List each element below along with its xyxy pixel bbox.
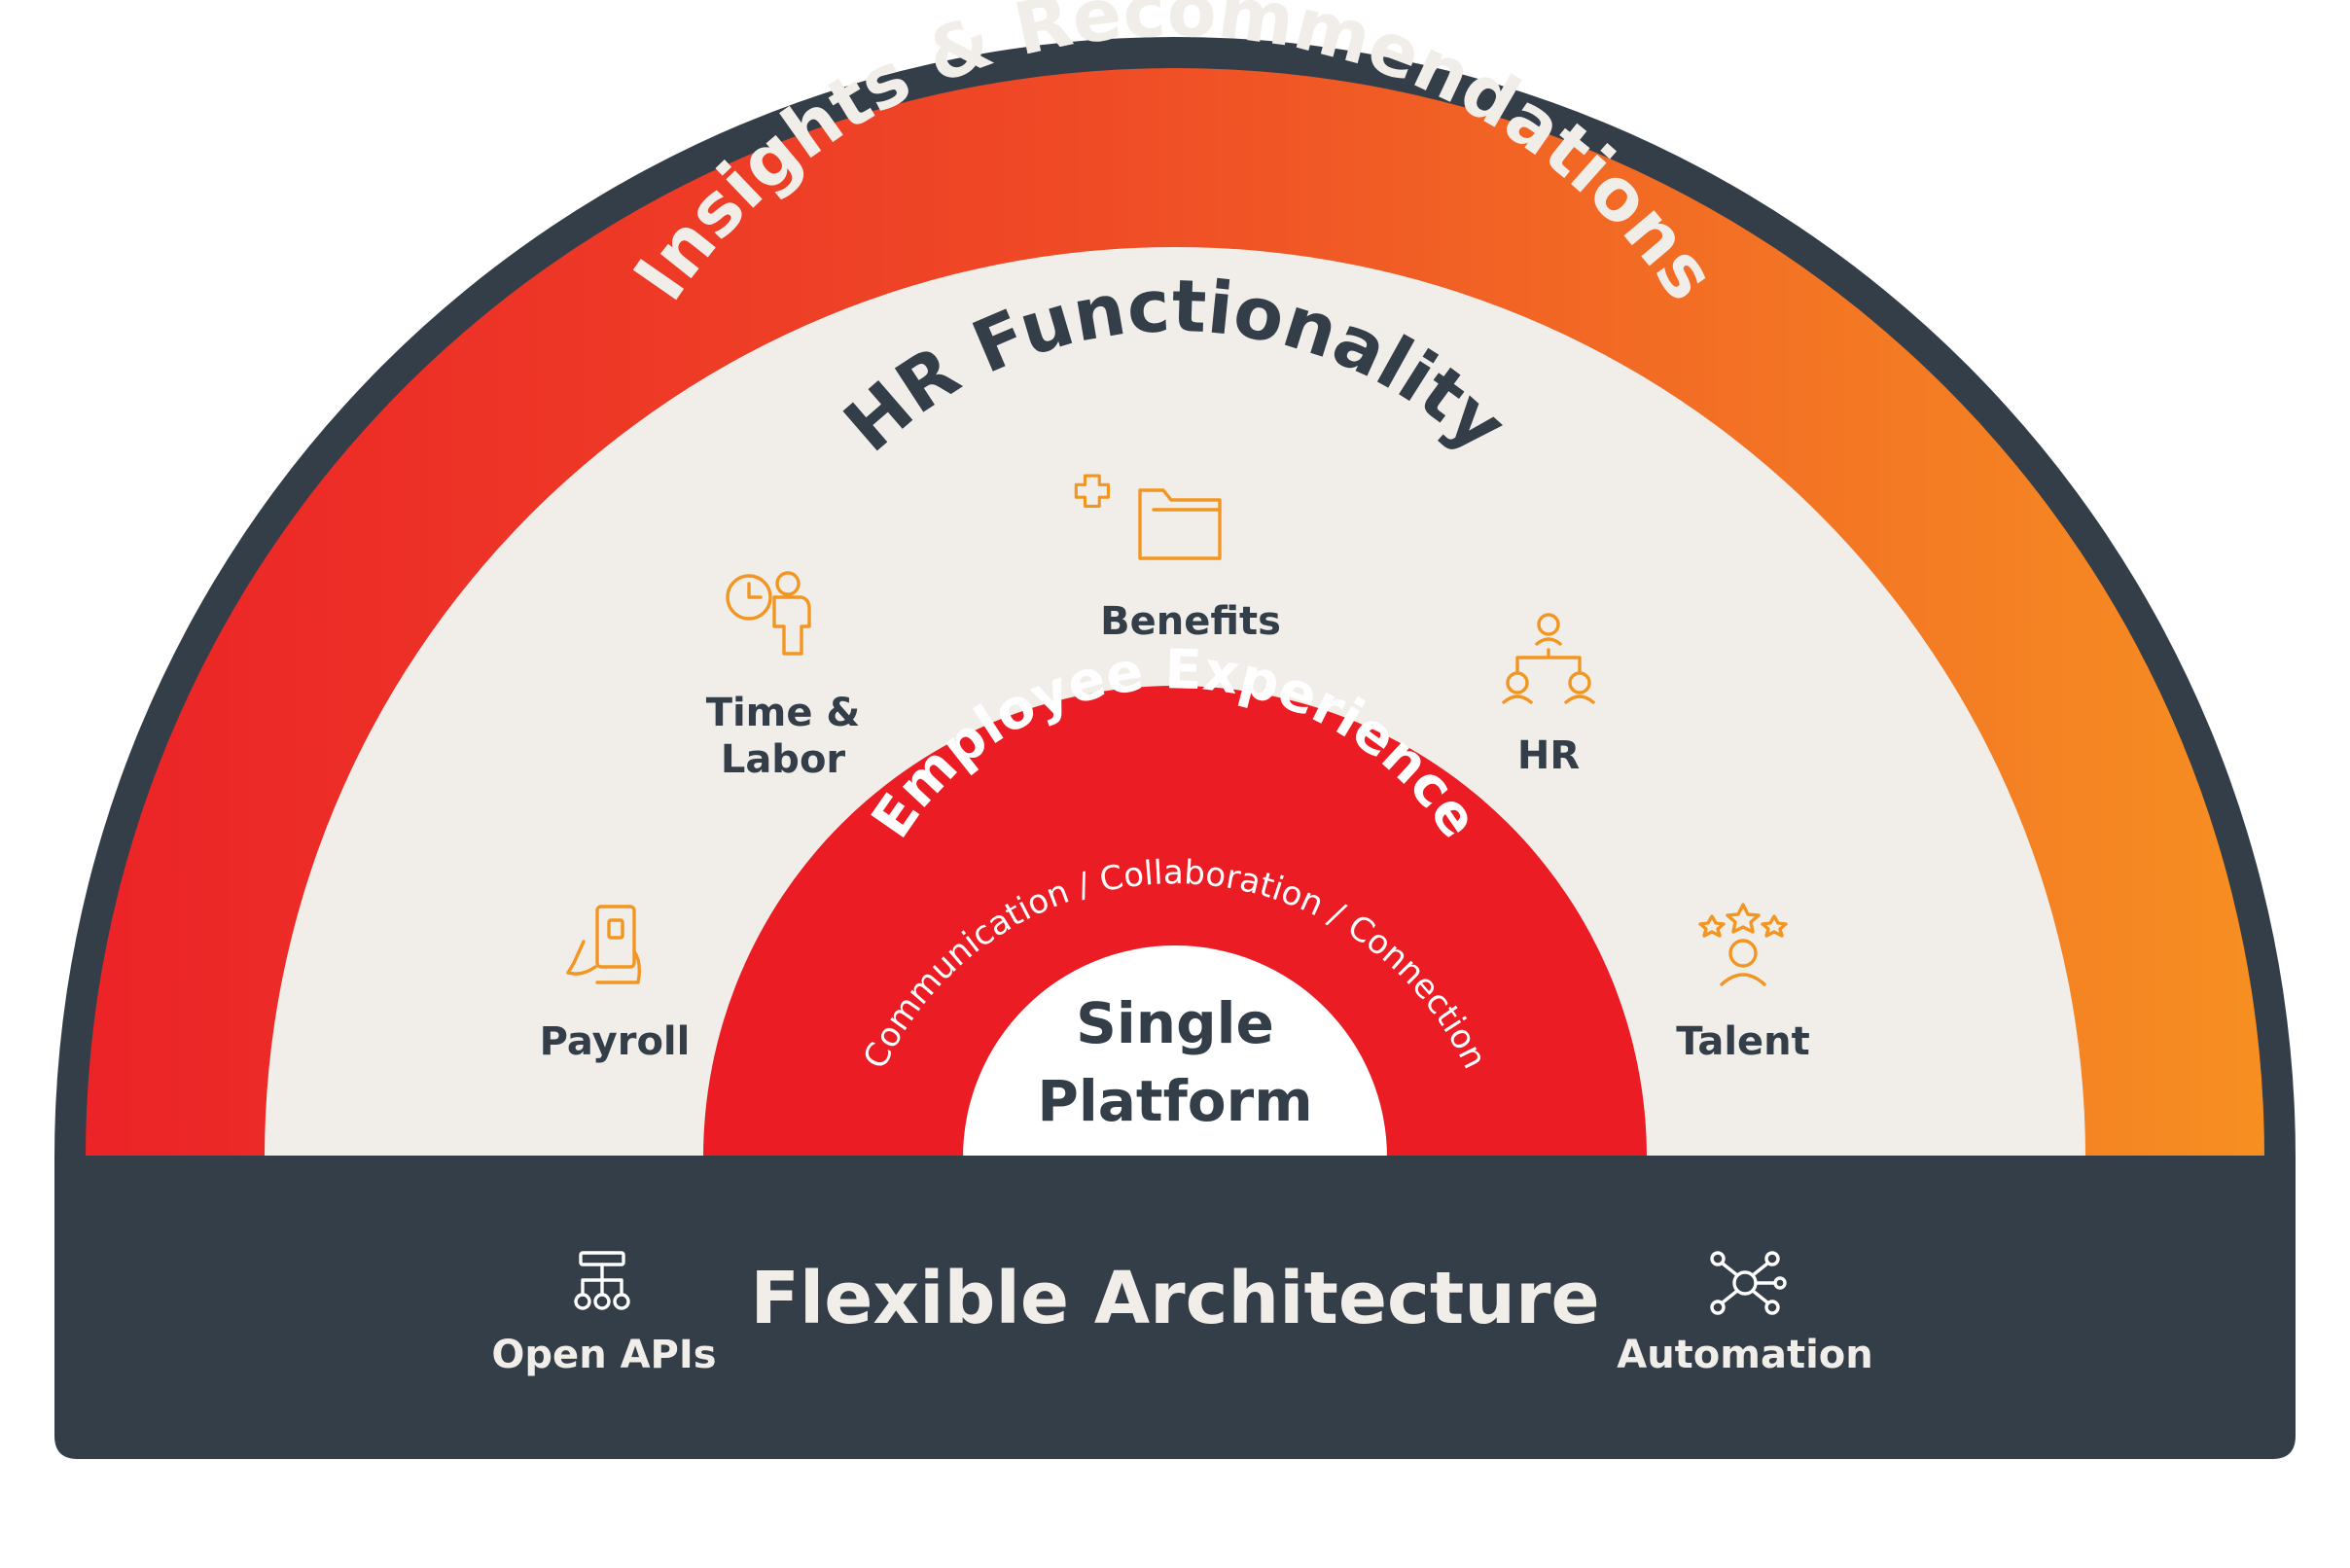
benefits-label: Benefits [1100,599,1281,644]
automation-item: Automation [1617,1251,1873,1377]
center-circle [963,945,1387,1158]
hr-item-benefits: Benefits [1074,474,1281,644]
hr-item-payroll: Payroll [540,905,691,1064]
hr-item-talent: Talent [1676,903,1810,1064]
phone-in-hand-icon [566,905,642,984]
open-apis-item: Open APIs [491,1251,717,1377]
hr-item-time-labor: Time & Labor [706,571,861,782]
flexible-architecture-band [54,1156,2296,1459]
person-stars-icon [1698,903,1788,986]
hr-item-hr: HR [1502,613,1595,778]
hr-label: HR [1517,733,1580,778]
clock-person-icon [726,571,811,656]
employee-experience-ring [703,686,1647,1158]
folder-plus-icon [1074,474,1222,560]
center-label-line1: Single [1076,990,1274,1056]
talent-label: Talent [1676,1019,1810,1064]
flexible-architecture-title: Flexible Architecture [750,1257,1599,1340]
org-chart-icon [1502,613,1595,704]
open-apis-label: Open APIs [491,1333,716,1377]
time-labor-label-line1: Time & [706,691,861,735]
network-nodes-icon [1710,1251,1787,1315]
automation-label: Automation [1617,1333,1873,1377]
payroll-label: Payroll [540,1019,691,1064]
center-label-line2: Platform [1037,1068,1312,1134]
time-labor-label-line2: Labor [721,737,846,782]
hierarchy-icon [574,1251,630,1310]
